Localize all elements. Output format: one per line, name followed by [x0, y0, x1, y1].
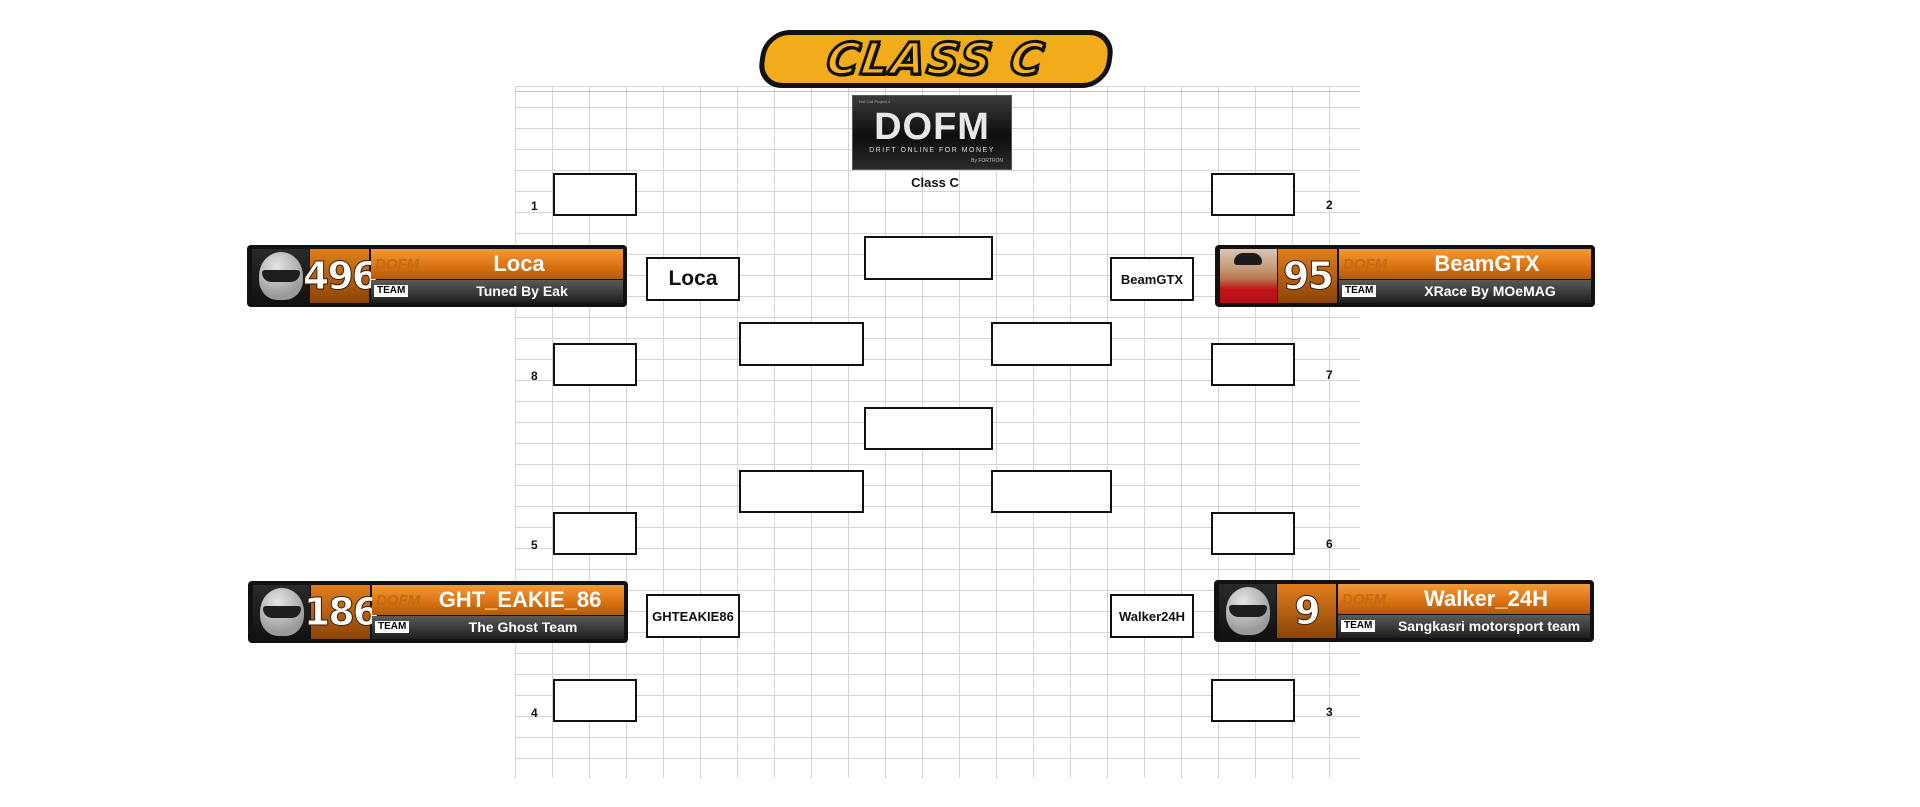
semifinal-slot-right-top[interactable]	[991, 322, 1112, 366]
seed-number: 6	[1326, 537, 1333, 551]
seed-slot-2[interactable]	[1211, 173, 1295, 216]
player-name: Walker_24H	[1424, 586, 1548, 611]
player-name: GHT_EAKIE_86	[438, 587, 602, 612]
car-number: 95	[1278, 249, 1337, 303]
dofm-badge: DOFM	[375, 256, 420, 273]
seed-slot-8[interactable]	[553, 343, 637, 386]
card-team-bar: TEAM The Ghost Team	[372, 616, 624, 639]
logo-tagline: DRIFT ONLINE FOR MONEY	[869, 147, 995, 154]
car-number: 496	[302, 249, 379, 303]
avatar	[1220, 249, 1277, 303]
card-name-bar: DOFM BeamGTX	[1339, 249, 1591, 279]
team-name: The Ghost Team	[468, 619, 578, 635]
card-name-bar: DOFM Loca	[371, 249, 623, 279]
car-number: 186	[303, 585, 380, 639]
card-team-bar: TEAM XRace By MOeMAG	[1339, 280, 1591, 303]
card-name-bar: DOFM GHT_EAKIE_86	[372, 585, 624, 615]
seed-slot-3[interactable]	[1211, 679, 1295, 722]
card-team-bar: TEAM Sangkasri motorsport team	[1338, 615, 1590, 638]
seed-slot-4[interactable]	[553, 679, 637, 722]
team-tag: TEAM	[1342, 285, 1377, 297]
seed-number: 4	[531, 706, 538, 720]
dofm-badge: DOFM	[1342, 591, 1387, 608]
round1-winner-bottom-left[interactable]: GHTEAKIE86	[646, 594, 740, 638]
semifinal-slot-left-bottom[interactable]	[739, 470, 864, 513]
team-name: XRace By MOeMAG	[1424, 283, 1556, 299]
seed-slot-7[interactable]	[1211, 343, 1295, 386]
player-card: 496 DOFM Loca TEAM Tuned By Eak	[247, 245, 627, 307]
team-tag: TEAM	[374, 285, 409, 297]
class-label: Class C	[911, 175, 959, 190]
round1-winner-bottom-right[interactable]: Walker24H	[1110, 594, 1194, 638]
logo-byline: By FORTRON	[971, 158, 1003, 164]
player-card: 95 DOFM BeamGTX TEAM XRace By MOeMAG	[1215, 245, 1595, 307]
semifinal-slot-right-bottom[interactable]	[991, 470, 1112, 513]
team-tag: TEAM	[375, 621, 410, 633]
final-slot[interactable]	[864, 407, 993, 450]
round1-winner-top-left[interactable]: Loca	[646, 257, 740, 301]
team-name: Sangkasri motorsport team	[1397, 618, 1581, 634]
logo-project-text: Not Call Project 4	[859, 99, 891, 104]
helmet-icon	[1225, 587, 1270, 635]
seed-slot-6[interactable]	[1211, 512, 1295, 555]
seed-number: 8	[531, 369, 538, 383]
spreadsheet-header-strip	[515, 86, 1360, 92]
avatar	[1219, 584, 1276, 638]
seed-number: 5	[531, 538, 538, 552]
dofm-badge: DOFM	[376, 592, 421, 609]
seed-number: 1	[531, 199, 538, 213]
helmet-icon	[259, 588, 304, 636]
seed-slot-5[interactable]	[553, 512, 637, 555]
dofm-badge: DOFM	[1343, 256, 1388, 273]
seed-number: 3	[1326, 705, 1333, 719]
avatar	[252, 249, 309, 303]
round1-winner-top-right[interactable]: BeamGTX	[1110, 257, 1194, 301]
team-name: Tuned By Eak	[476, 283, 568, 299]
class-title: CLASS C	[822, 32, 1050, 86]
class-title-badge: CLASS C	[755, 30, 1117, 88]
dofm-logo: Not Call Project 4 DOFM DRIFT ONLINE FOR…	[852, 95, 1012, 170]
car-number: 9	[1277, 584, 1336, 638]
card-team-bar: TEAM Tuned By Eak	[371, 280, 623, 303]
logo-brand: DOFM	[874, 106, 990, 148]
seed-slot-1[interactable]	[553, 173, 637, 216]
player-name: BeamGTX	[1434, 251, 1540, 276]
team-tag: TEAM	[1341, 620, 1376, 632]
avatar	[253, 585, 310, 639]
driver-photo	[1220, 249, 1277, 303]
final-winner-slot[interactable]	[864, 236, 993, 280]
player-card: 186 DOFM GHT_EAKIE_86 TEAM The Ghost Tea…	[248, 581, 628, 643]
player-name: Loca	[493, 251, 545, 276]
semifinal-slot-left-top[interactable]	[739, 322, 864, 366]
card-name-bar: DOFM Walker_24H	[1338, 584, 1590, 614]
seed-number: 2	[1326, 198, 1333, 212]
helmet-icon	[258, 252, 303, 300]
player-card: 9 DOFM Walker_24H TEAM Sangkasri motorsp…	[1214, 580, 1594, 642]
seed-number: 7	[1326, 368, 1333, 382]
